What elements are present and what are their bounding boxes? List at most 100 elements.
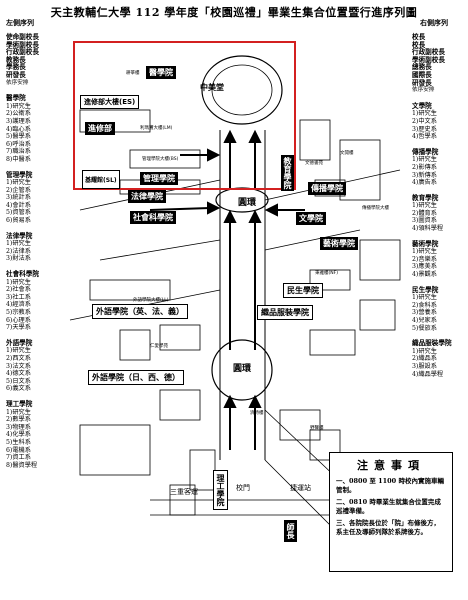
leader-item: 國際長	[412, 70, 432, 79]
college-name: 社會科學院	[6, 270, 39, 279]
college-name: 醫學院	[6, 94, 26, 103]
leader-item: 學務長	[6, 63, 26, 72]
department-item: 2)公衛系	[6, 110, 31, 118]
label-hall-bs: 管理學院大樓(BS)	[142, 157, 179, 162]
label-continuing-building: 進修部大樓(ES)	[80, 95, 140, 109]
department-item: 5)生科系	[6, 438, 31, 446]
department-item: 6)貿易系	[6, 217, 31, 225]
department-item: 2)社會系	[6, 286, 31, 294]
label-hall-ma: 濟時樓	[250, 411, 264, 416]
label-management: 管理學院	[140, 172, 178, 185]
label-law: 法律學院	[128, 190, 166, 203]
department-item: 2)企管系	[6, 186, 31, 194]
department-item: 1)研究生	[412, 248, 437, 256]
college-name: 傳播學院	[412, 147, 439, 156]
leader-item: 使命副校長	[6, 33, 39, 41]
label-hall-ll: 外語學院大樓(LL)	[133, 298, 169, 303]
leader-item: 總務長	[412, 63, 432, 72]
label-gate: 校門	[236, 484, 250, 492]
department-item: 3)護理系	[6, 117, 31, 125]
notice-title: 注意事項	[357, 459, 425, 472]
department-item: 6)心理系	[6, 316, 31, 324]
label-science: 理工學院	[213, 470, 228, 510]
department-item: 1)研究生	[6, 240, 31, 248]
department-item: 2)數學系	[6, 416, 31, 424]
department-item: 4)景觀系	[412, 271, 437, 279]
department-item: 5)宗教系	[6, 309, 31, 316]
page-title: 天主教輔仁大學 112 學年度「校園巡禮」畢業生集合位置暨行進序列圖	[50, 6, 418, 19]
department-item: 3)新傳系	[412, 171, 437, 179]
label-textile: 織品服裝學院	[257, 305, 313, 320]
label-hall-nf: 秉雅樓(NF)	[315, 271, 338, 276]
label-social: 社會科學院	[130, 211, 176, 224]
leader-item: 研發長	[412, 78, 432, 87]
department-item: 2)織品系	[412, 355, 437, 363]
label-sl: 基耀館(SL)	[82, 170, 120, 189]
department-item: 3)營養系	[412, 309, 437, 317]
highlight-frame	[73, 41, 296, 190]
label-education-box: 教育學院	[281, 155, 294, 191]
college-name: 管理學院	[6, 170, 33, 179]
department-item: 3)統計系	[6, 194, 31, 202]
department-item: 3)法文系	[6, 362, 31, 370]
leaders-note: 依序安排	[412, 87, 435, 94]
department-item: 1)研究生	[412, 110, 437, 118]
department-item: 1)研究生	[412, 294, 437, 302]
department-item: 1)研究生	[412, 156, 437, 164]
department-item: 4)會計系	[6, 201, 31, 209]
label-hall-cm: 傳播學院大樓	[362, 206, 389, 211]
department-item: 2)音樂系	[412, 255, 437, 263]
campus-map	[69, 55, 401, 536]
department-item: 4)德文系	[6, 370, 31, 378]
department-item: 4)經濟系	[6, 301, 31, 309]
college-name: 理工學院	[6, 399, 33, 408]
department-item: 5)醫學系	[6, 133, 31, 141]
department-item: 6)電機系	[6, 446, 31, 454]
department-item: 2)影傳系	[412, 163, 437, 171]
department-item: 3)圖資系	[412, 217, 437, 225]
department-item: 1)研究生	[6, 347, 31, 355]
label-hall-ec: 耕莘樓	[126, 71, 140, 76]
leader-item: 學術副校長	[412, 55, 445, 64]
department-item: 1)研究生	[6, 278, 31, 286]
label-hall-ms: 文開樓	[340, 151, 354, 156]
college-name: 織品服裝學院	[412, 339, 452, 348]
circle1-label: 圓環	[238, 198, 257, 208]
leader-item: 教務長	[6, 55, 26, 64]
label-teacher: 師長	[284, 520, 297, 542]
department-item: 1)研究生	[412, 347, 437, 355]
department-item: 7)資工系	[6, 454, 31, 462]
leader-item: 校長	[412, 33, 426, 41]
college-name: 外語學院	[6, 338, 33, 347]
department-item: 3)社工系	[6, 293, 31, 301]
department-item: 2)中文系	[412, 117, 437, 125]
department-item: 2)法律系	[6, 247, 31, 255]
notice-item-3: 三、各院院長位於「院」布條後方，系主任及導師列隊於系牌後方。	[336, 519, 440, 536]
label-hall-ab: 文德書苑	[305, 161, 323, 166]
label-foreign2: 外語學院（日、西、德）	[88, 370, 184, 385]
department-item: 4)織品學程	[412, 370, 444, 378]
leaders-list: 使命副校長學術副校長行政副校長教務長學務長研發長依序安排	[6, 33, 62, 87]
department-item: 7)職治系	[6, 148, 31, 156]
leaders-list: 校長校長行政副校長學術副校長總務長國際長研發長依序安排	[412, 33, 468, 95]
college-name: 文學院	[412, 101, 432, 110]
department-item: 4)兒家系	[412, 317, 437, 324]
department-item: 2)食科系	[412, 301, 437, 309]
zhongmei-label: 中美堂	[200, 83, 224, 92]
leader-item: 研發長	[6, 70, 26, 79]
label-foreign1: 外語學院（英、法、義）	[92, 304, 188, 319]
label-arts: 藝術學院	[320, 237, 358, 250]
department-item: 1)研究生	[412, 202, 437, 210]
college-name: 法律學院	[6, 231, 33, 240]
department-item: 5)日文系	[6, 377, 31, 385]
leader-item: 校長	[412, 40, 426, 49]
department-item: 4)哲學系	[412, 133, 437, 141]
college-name: 民生學院	[412, 285, 439, 294]
